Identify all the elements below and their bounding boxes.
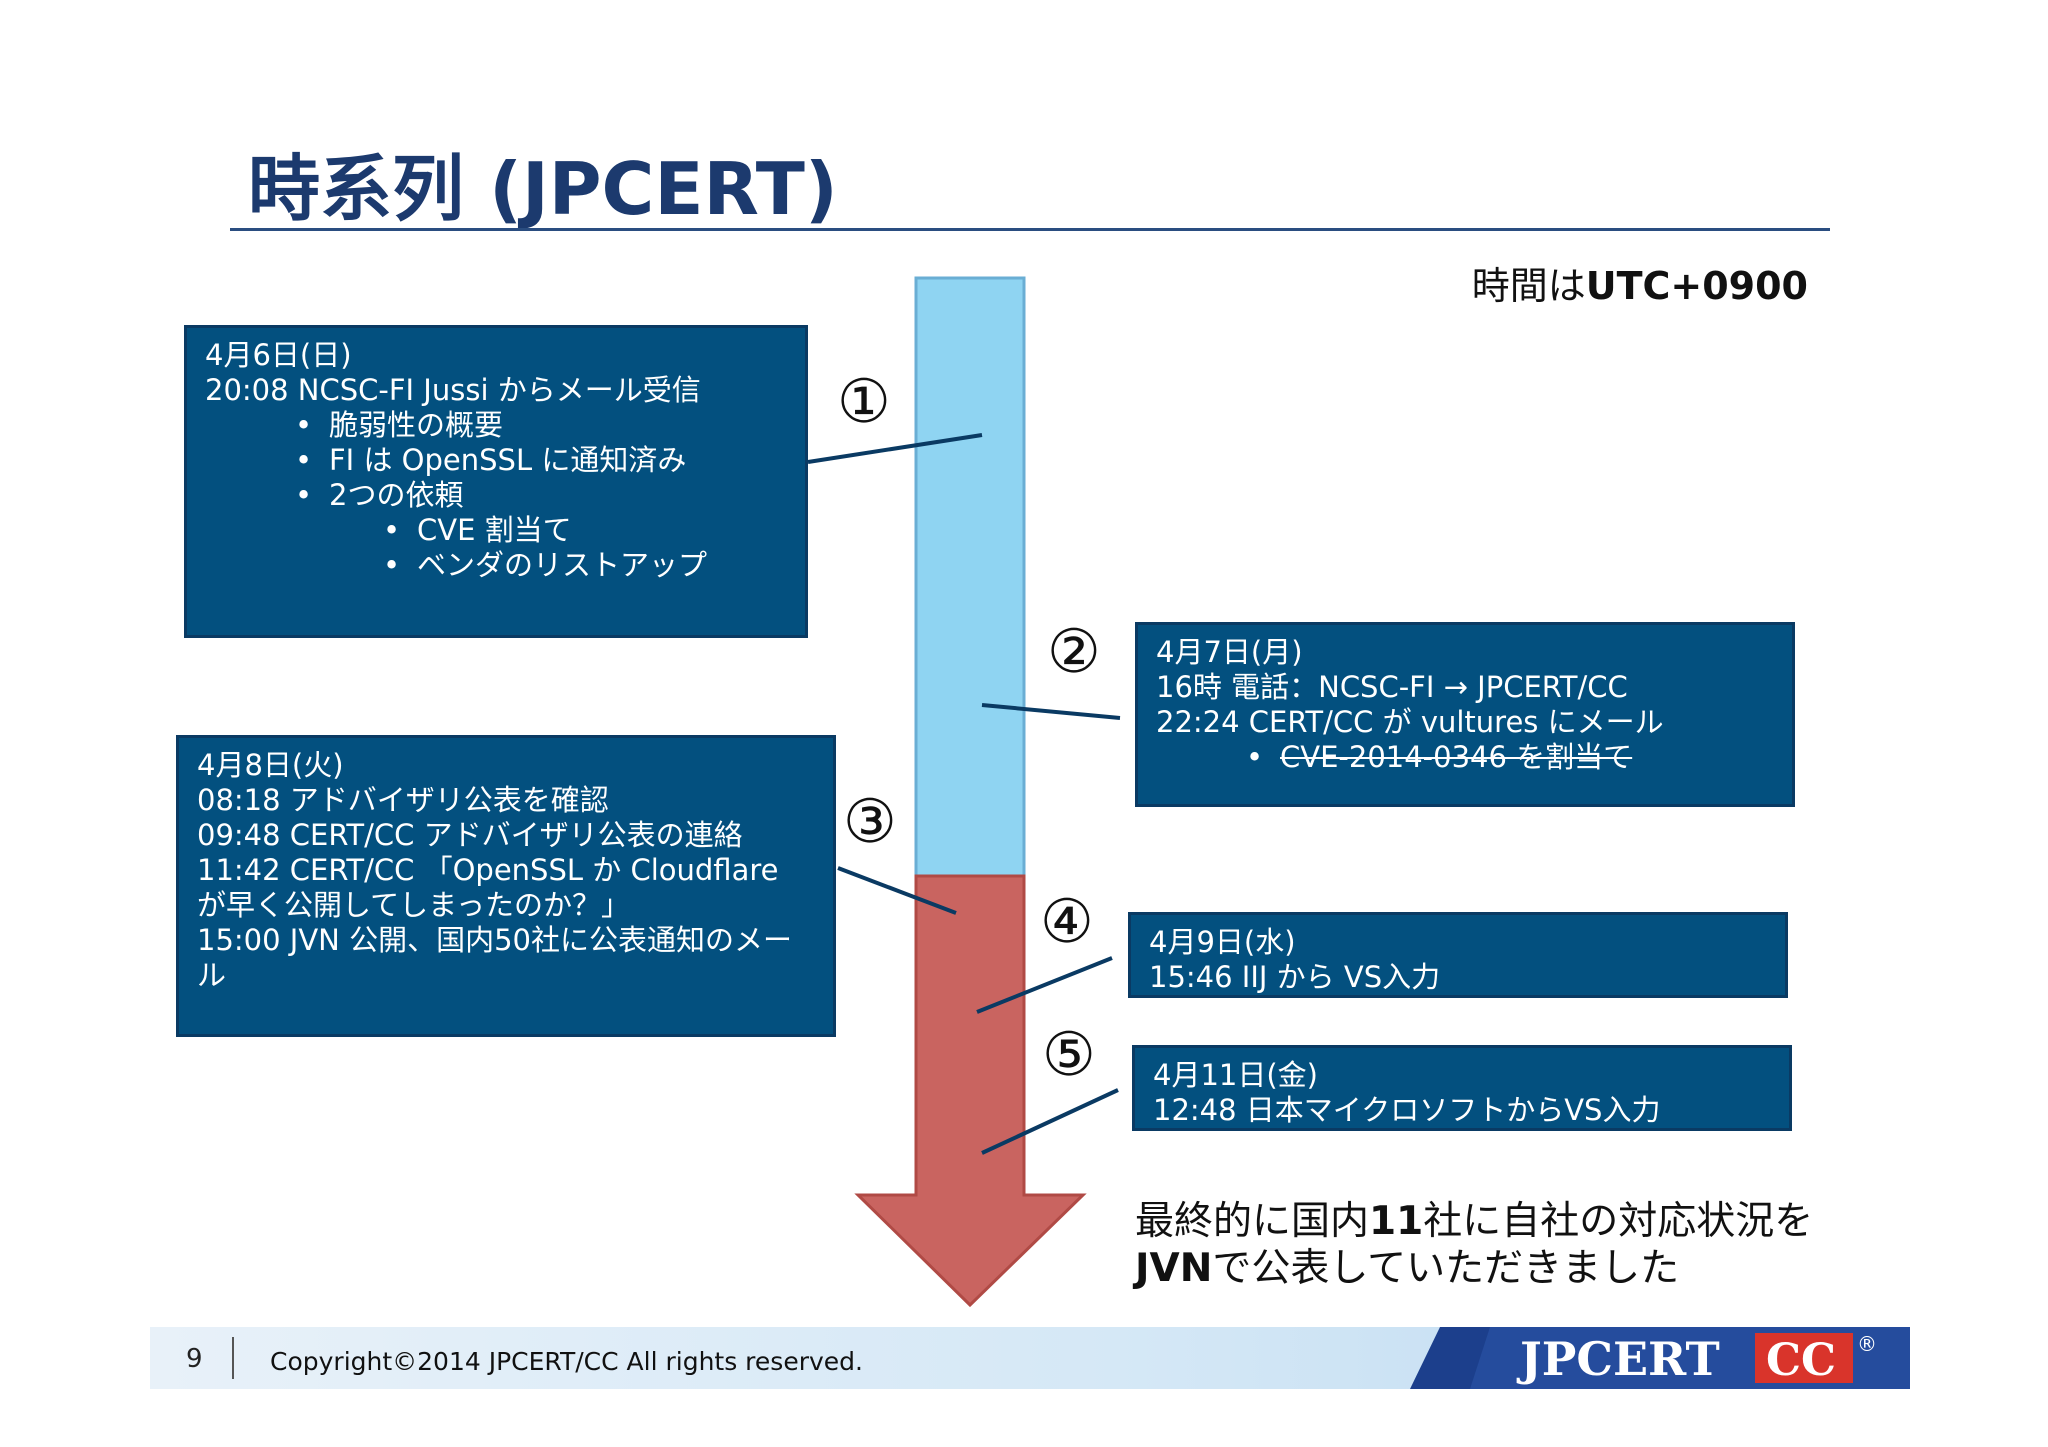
event-line: 12:48 日本マイクロソフトからVS入力: [1153, 1093, 1661, 1127]
timezone-value: UTC+0900: [1585, 264, 1808, 308]
event-sub-bullet: CVE 割当て: [205, 513, 787, 548]
event-date: 4月7日(月): [1156, 635, 1303, 669]
event-date: 4月9日(水): [1149, 925, 1296, 959]
event-date: 4月6日(日): [205, 338, 352, 372]
event-line: 22:24 CERT/CC が vultures にメール: [1156, 705, 1664, 739]
closing-statement: 最終的に国内11社に自社の対応状況を JVNで公表していただきました: [1135, 1199, 1814, 1291]
timeline-arrow-lower: [854, 874, 1087, 1308]
marker-5: ⑤: [1042, 1020, 1096, 1090]
copyright-text: Copyright©2014 JPCERT/CC All rights rese…: [270, 1347, 863, 1376]
footer-divider: [232, 1337, 234, 1379]
event-date: 4月8日(火): [197, 748, 344, 782]
event-box-apr7: 4月7日(月) 16時 電話：NCSC-FI → JPCERT/CC 22:24…: [1135, 622, 1795, 807]
marker-4: ④: [1040, 887, 1094, 957]
timeline-arrow-upper: [914, 276, 1026, 878]
timezone-note: 時間はUTC+0900: [1472, 255, 1808, 310]
event-bullet: 2つの依頼: [205, 478, 787, 513]
event-line: 08:18 アドバイザリ公表を確認: [197, 783, 609, 817]
logo-registered-mark: ®: [1857, 1332, 1877, 1356]
marker-1: ①: [837, 367, 891, 437]
page-number: 9: [186, 1344, 203, 1374]
marker-2: ②: [1047, 617, 1101, 687]
logo-text-jpcert: JPCERT: [1516, 1332, 1720, 1386]
event-bullet: 脆弱性の概要: [205, 408, 787, 443]
event-box-apr11: 4月11日(金) 12:48 日本マイクロソフトからVS入力: [1132, 1045, 1792, 1131]
jpcert-logo: JPCERT CC ®: [1410, 1327, 1910, 1389]
event-line: 09:48 CERT/CC アドバイザリ公表の連絡: [197, 818, 743, 852]
title-divider: [230, 228, 1830, 231]
event-line: 20:08 NCSC-FI Jussi からメール受信: [205, 373, 701, 407]
marker-3: ③: [843, 787, 897, 857]
event-bullet-struck: CVE-2014-0346 を割当て: [1156, 740, 1774, 775]
connector-5: [981, 1088, 1119, 1155]
connector-2: [981, 703, 1121, 720]
event-line: 16時 電話：NCSC-FI → JPCERT/CC: [1156, 670, 1628, 704]
event-box-apr8: 4月8日(火) 08:18 アドバイザリ公表を確認 09:48 CERT/CC …: [176, 735, 836, 1037]
event-box-apr6: 4月6日(日) 20:08 NCSC-FI Jussi からメール受信 脆弱性の…: [184, 325, 808, 638]
event-box-apr9: 4月9日(水) 15:46 IIJ から VS入力: [1128, 912, 1788, 998]
event-date: 4月11日(金): [1153, 1058, 1318, 1092]
timezone-prefix: 時間は: [1471, 264, 1586, 308]
connector-3: [837, 866, 957, 915]
event-line: 15:00 JVN 公開、国内50社に公表通知のメール: [197, 923, 792, 992]
connector-4: [976, 956, 1113, 1014]
connector-1: [807, 433, 983, 464]
event-bullet: FI は OpenSSL に通知済み: [205, 443, 787, 478]
event-line: 15:46 IIJ から VS入力: [1149, 960, 1441, 994]
event-line: 11:42 CERT/CC 「OpenSSL か Cloudflare が早く公…: [197, 853, 779, 922]
event-sub-bullet: ベンダのリストアップ: [205, 548, 787, 583]
page-title: 時系列 (JPCERT): [248, 147, 838, 231]
logo-text-cc: CC: [1766, 1335, 1836, 1386]
